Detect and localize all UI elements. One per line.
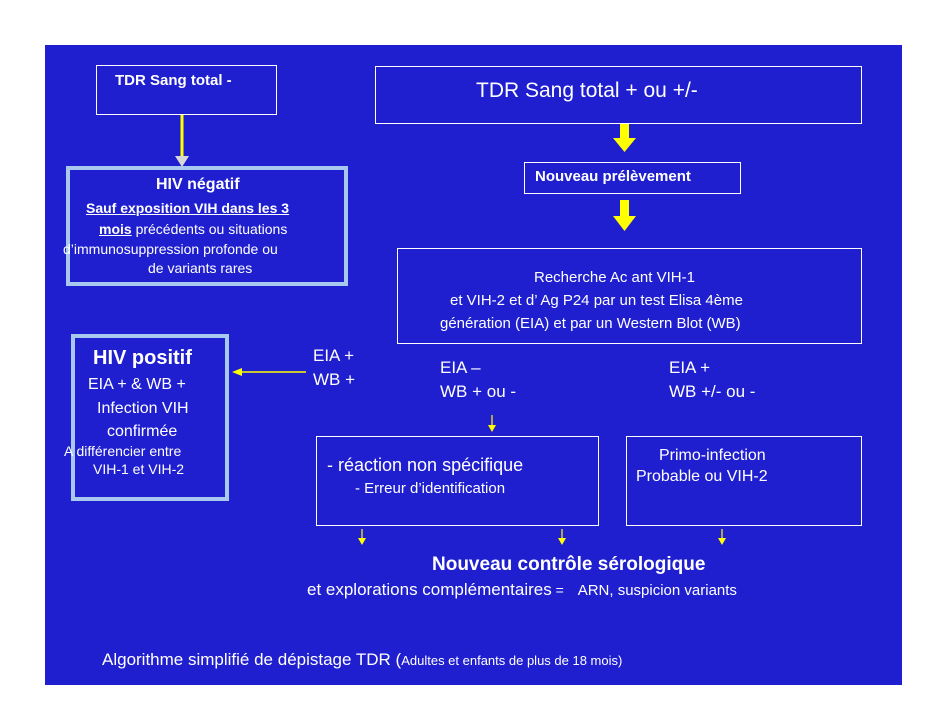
- hiv-positif-title: HIV positif: [93, 347, 192, 369]
- hiv-positif-box: [71, 334, 229, 501]
- reaction-box: - réaction non spécifique - Erreur d’ide…: [316, 436, 599, 526]
- hiv-negatif-mois: mois: [99, 221, 132, 237]
- eia-minus-line2: WB + ou -: [440, 382, 517, 401]
- primo-line2: Probable ou VIH-2: [636, 468, 768, 485]
- hiv-negatif-line3: d’immunosuppression profonde ou: [63, 241, 278, 257]
- reaction-line2: - Erreur d’identification: [355, 480, 506, 497]
- controle-line: et explorations complémentaires = ARN, s…: [307, 580, 737, 600]
- hiv-negatif-line4: de variants rares: [148, 260, 253, 276]
- recherche-line2: et VIH-2 et d’ Ag P24 par un test Elisa …: [450, 292, 743, 309]
- recherche-line1: Recherche Ac ant VIH-1: [534, 269, 695, 286]
- hiv-positif-line4: A différencier entre: [64, 443, 182, 459]
- recherche-line3: génération (EIA) et par un Western Blot …: [440, 315, 741, 332]
- eia-plus-wb-pm-line1: EIA +: [669, 358, 711, 377]
- hiv-positif-line1: EIA + & WB +: [88, 376, 186, 393]
- hiv-negatif-line2: mois précédents ou situations: [99, 221, 287, 237]
- nouveau-prelevement-label: Nouveau prélèvement: [535, 168, 691, 185]
- hiv-positif-line2: Infection VIH: [97, 400, 189, 417]
- controle-line-eq: =: [551, 582, 568, 598]
- footer-small: Adultes et enfants de plus de 18 mois): [401, 653, 623, 668]
- hiv-positif-line3: confirmée: [107, 423, 178, 440]
- slide-background: [45, 45, 902, 685]
- eia-minus-line1: EIA –: [440, 358, 481, 377]
- tdr-negative-box: TDR Sang total -: [96, 65, 277, 115]
- nouveau-prelevement-box: Nouveau prélèvement: [524, 162, 741, 194]
- tdr-negative-label: TDR Sang total -: [115, 72, 232, 89]
- controle-line-b: ARN, suspicion variants: [577, 582, 737, 599]
- primo-line1: Primo-infection: [659, 447, 766, 464]
- hiv-negatif-box: [66, 166, 348, 286]
- eia-plus-wb-pm-line2: WB +/- ou -: [669, 382, 756, 401]
- hiv-positif-line5: VIH-1 et VIH-2: [93, 461, 185, 477]
- eia-plus-wb-plus-line1: EIA +: [313, 346, 355, 365]
- controle-line-a: et explorations complémentaires: [307, 580, 552, 599]
- primo-box: Primo-infection Probable ou VIH-2: [626, 436, 862, 526]
- hiv-negatif-line2-rest: précédents ou situations: [131, 221, 288, 237]
- eia-plus-wb-plus-line2: WB +: [313, 370, 356, 389]
- controle-title: Nouveau contrôle sérologique: [432, 554, 706, 575]
- recherche-box: Recherche Ac ant VIH-1 et VIH-2 et d’ Ag…: [397, 248, 862, 344]
- tdr-positive-label: TDR Sang total + ou +/-: [476, 79, 698, 102]
- footer-caption: Algorithme simplifié de dépistage TDR (A…: [102, 650, 622, 670]
- hiv-negatif-line1: Sauf exposition VIH dans les 3: [86, 200, 290, 216]
- hiv-negatif-title: HIV négatif: [156, 176, 240, 193]
- reaction-line1: - réaction non spécifique: [327, 455, 524, 475]
- tdr-positive-box: TDR Sang total + ou +/-: [375, 66, 862, 124]
- footer-main: Algorithme simplifié de dépistage TDR (: [102, 650, 402, 669]
